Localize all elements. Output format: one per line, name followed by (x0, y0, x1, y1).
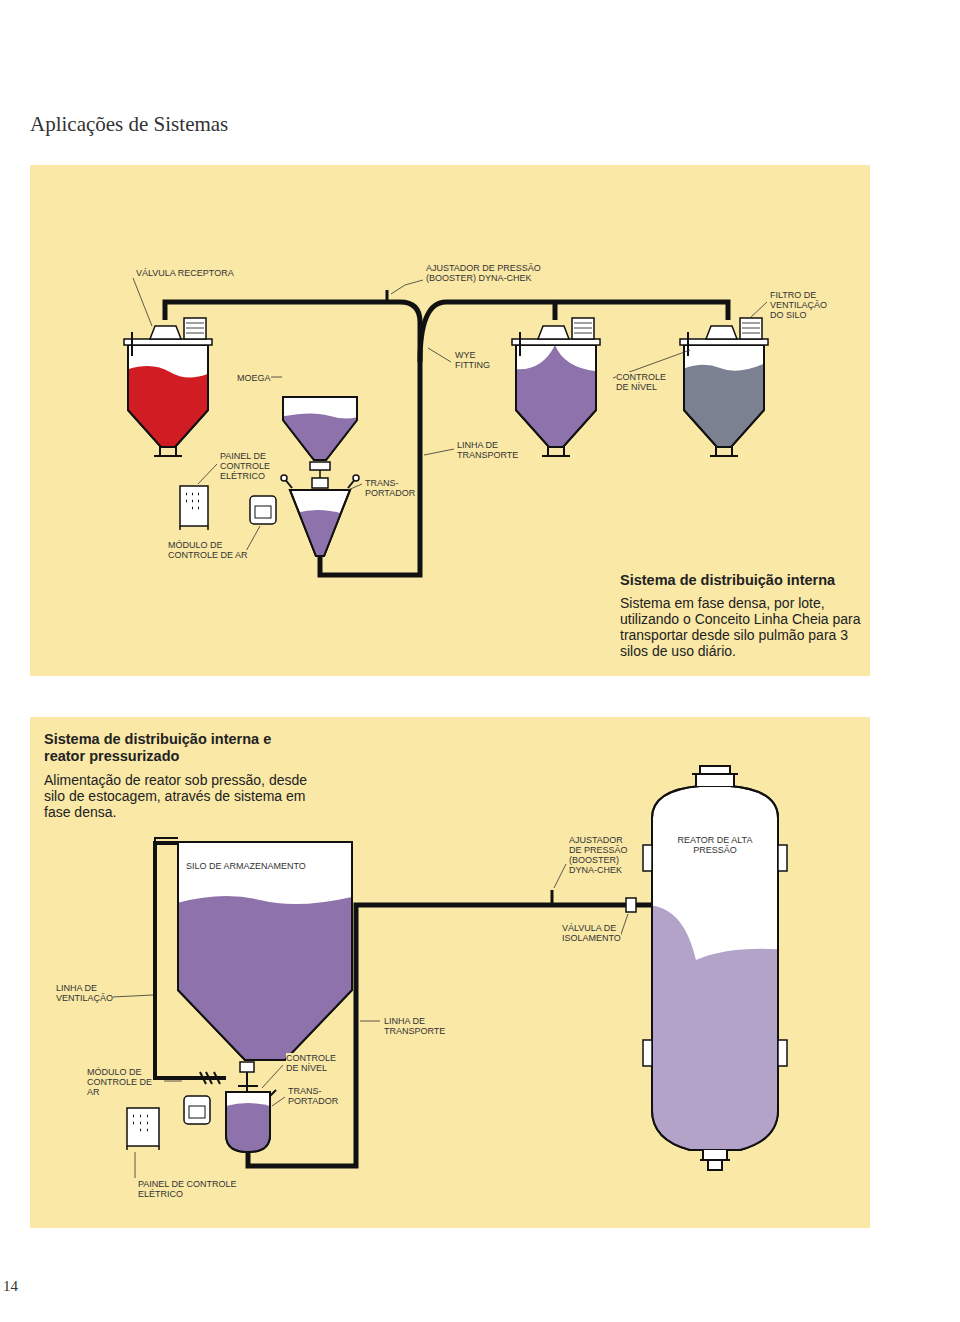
panel-text: Sistema em fase densa, por lote, utiliza… (620, 595, 870, 659)
callout-label-text: WYE FITTING (455, 350, 490, 370)
panel-heading: Sistema de distribuição interna (620, 572, 870, 589)
callout-label-text: PAINEL DE CONTROLE ELÉTRICO (138, 1179, 237, 1199)
callout-label: TRANS- PORTADOR (288, 1086, 340, 1106)
callout-label: VÁLVULA RECEPTORA (136, 268, 246, 278)
callout-label-text: PAINEL DE CONTROLE ELÉTRICO (220, 451, 270, 481)
callout-label-text: TRANS- PORTADOR (365, 478, 415, 498)
callout-label: FILTRO DE VENTILAÇÃO DO SILO (770, 290, 832, 320)
callout-label: CONTROLE DE NÍVEL (286, 1053, 338, 1073)
callout-label: CONTROLE DE NÍVEL (616, 372, 668, 392)
callout-label-text: FILTRO DE VENTILAÇÃO DO SILO (770, 290, 827, 320)
panel-ground (30, 165, 870, 676)
callout-label: LINHA DE TRANSPORTE (457, 440, 521, 460)
callout-label: AJUSTADOR DE PRESSÃO (BOOSTER) DYNA-CHEK (426, 263, 544, 283)
callout-label-text: LINHA DE TRANSPORTE (384, 1016, 445, 1036)
panel-1-drawing (120, 278, 772, 575)
page-title: Aplicações de Sistemas (30, 112, 228, 137)
callout-label: TRANS- PORTADOR (365, 478, 417, 498)
callout-label-text: AJUSTADOR DE PRESSÃO (BOOSTER) DYNA-CHEK (426, 263, 541, 283)
page-number-text: 14 (3, 1278, 18, 1294)
callout-label-text: VÁLVULA RECEPTORA (136, 268, 234, 278)
callout-label-text: MOEGA (237, 373, 271, 383)
silo-label-area: SILO DE ARMAZENAMENTO (182, 859, 312, 873)
panel-heading: Sistema de distribuição interna e reator… (44, 731, 304, 765)
callout-label-text: CONTROLE DE NÍVEL (286, 1053, 336, 1073)
callout-label-text: CONTROLE DE NÍVEL (616, 372, 666, 392)
callout-label: WYE FITTING (455, 350, 495, 370)
callout-label-text: VÁLVULA DE ISOLAMENTO (562, 923, 621, 943)
page-number: 14 (3, 1278, 27, 1295)
callout-label-text: MÓDULO DE CONTROLE DE AR (87, 1067, 152, 1097)
reactor-label-area: REATOR DE ALTA PRESSÃO (666, 833, 764, 857)
callout-label-text: MÓDULO DE CONTROLE DE AR (168, 540, 248, 560)
panel-text: REATOR DE ALTA PRESSÃO (666, 835, 764, 855)
callout-label-text: AJUSTADOR DE PRESSÃO (BOOSTER) DYNA-CHEK (569, 835, 628, 875)
callout-label-text: TRANS- PORTADOR (288, 1086, 338, 1106)
callout-label: PAINEL DE CONTROLE ELÉTRICO (220, 451, 272, 481)
panel-text: Alimentação de reator sob pressão, desde… (44, 772, 314, 820)
panel-text: SILO DE ARMAZENAMENTO (186, 861, 312, 871)
callout-label: PAINEL DE CONTROLE ELÉTRICO (138, 1179, 238, 1199)
callout-label: MOEGA (237, 373, 269, 383)
panel-band: Sistema de distribuição interna e reator… (30, 717, 870, 1228)
panel-ground (30, 717, 870, 1228)
panel-2-drawing (112, 766, 790, 1178)
callout-label: LINHA DE VENTILAÇÃO (56, 983, 112, 1003)
callout-label: MÓDULO DE CONTROLE DE AR (87, 1067, 165, 1097)
panel-band: Sistema de distribuição internaSistema e… (30, 165, 870, 676)
callout-label: MÓDULO DE CONTROLE DE AR (168, 540, 252, 560)
callout-label: AJUSTADOR DE PRESSÃO (BOOSTER) DYNA-CHEK (569, 835, 631, 875)
callout-label-text: LINHA DE VENTILAÇÃO (56, 983, 113, 1003)
callout-label: VÁLVULA DE ISOLAMENTO (562, 923, 622, 943)
callout-label: LINHA DE TRANSPORTE (384, 1016, 484, 1036)
callout-label-text: LINHA DE TRANSPORTE (457, 440, 518, 460)
